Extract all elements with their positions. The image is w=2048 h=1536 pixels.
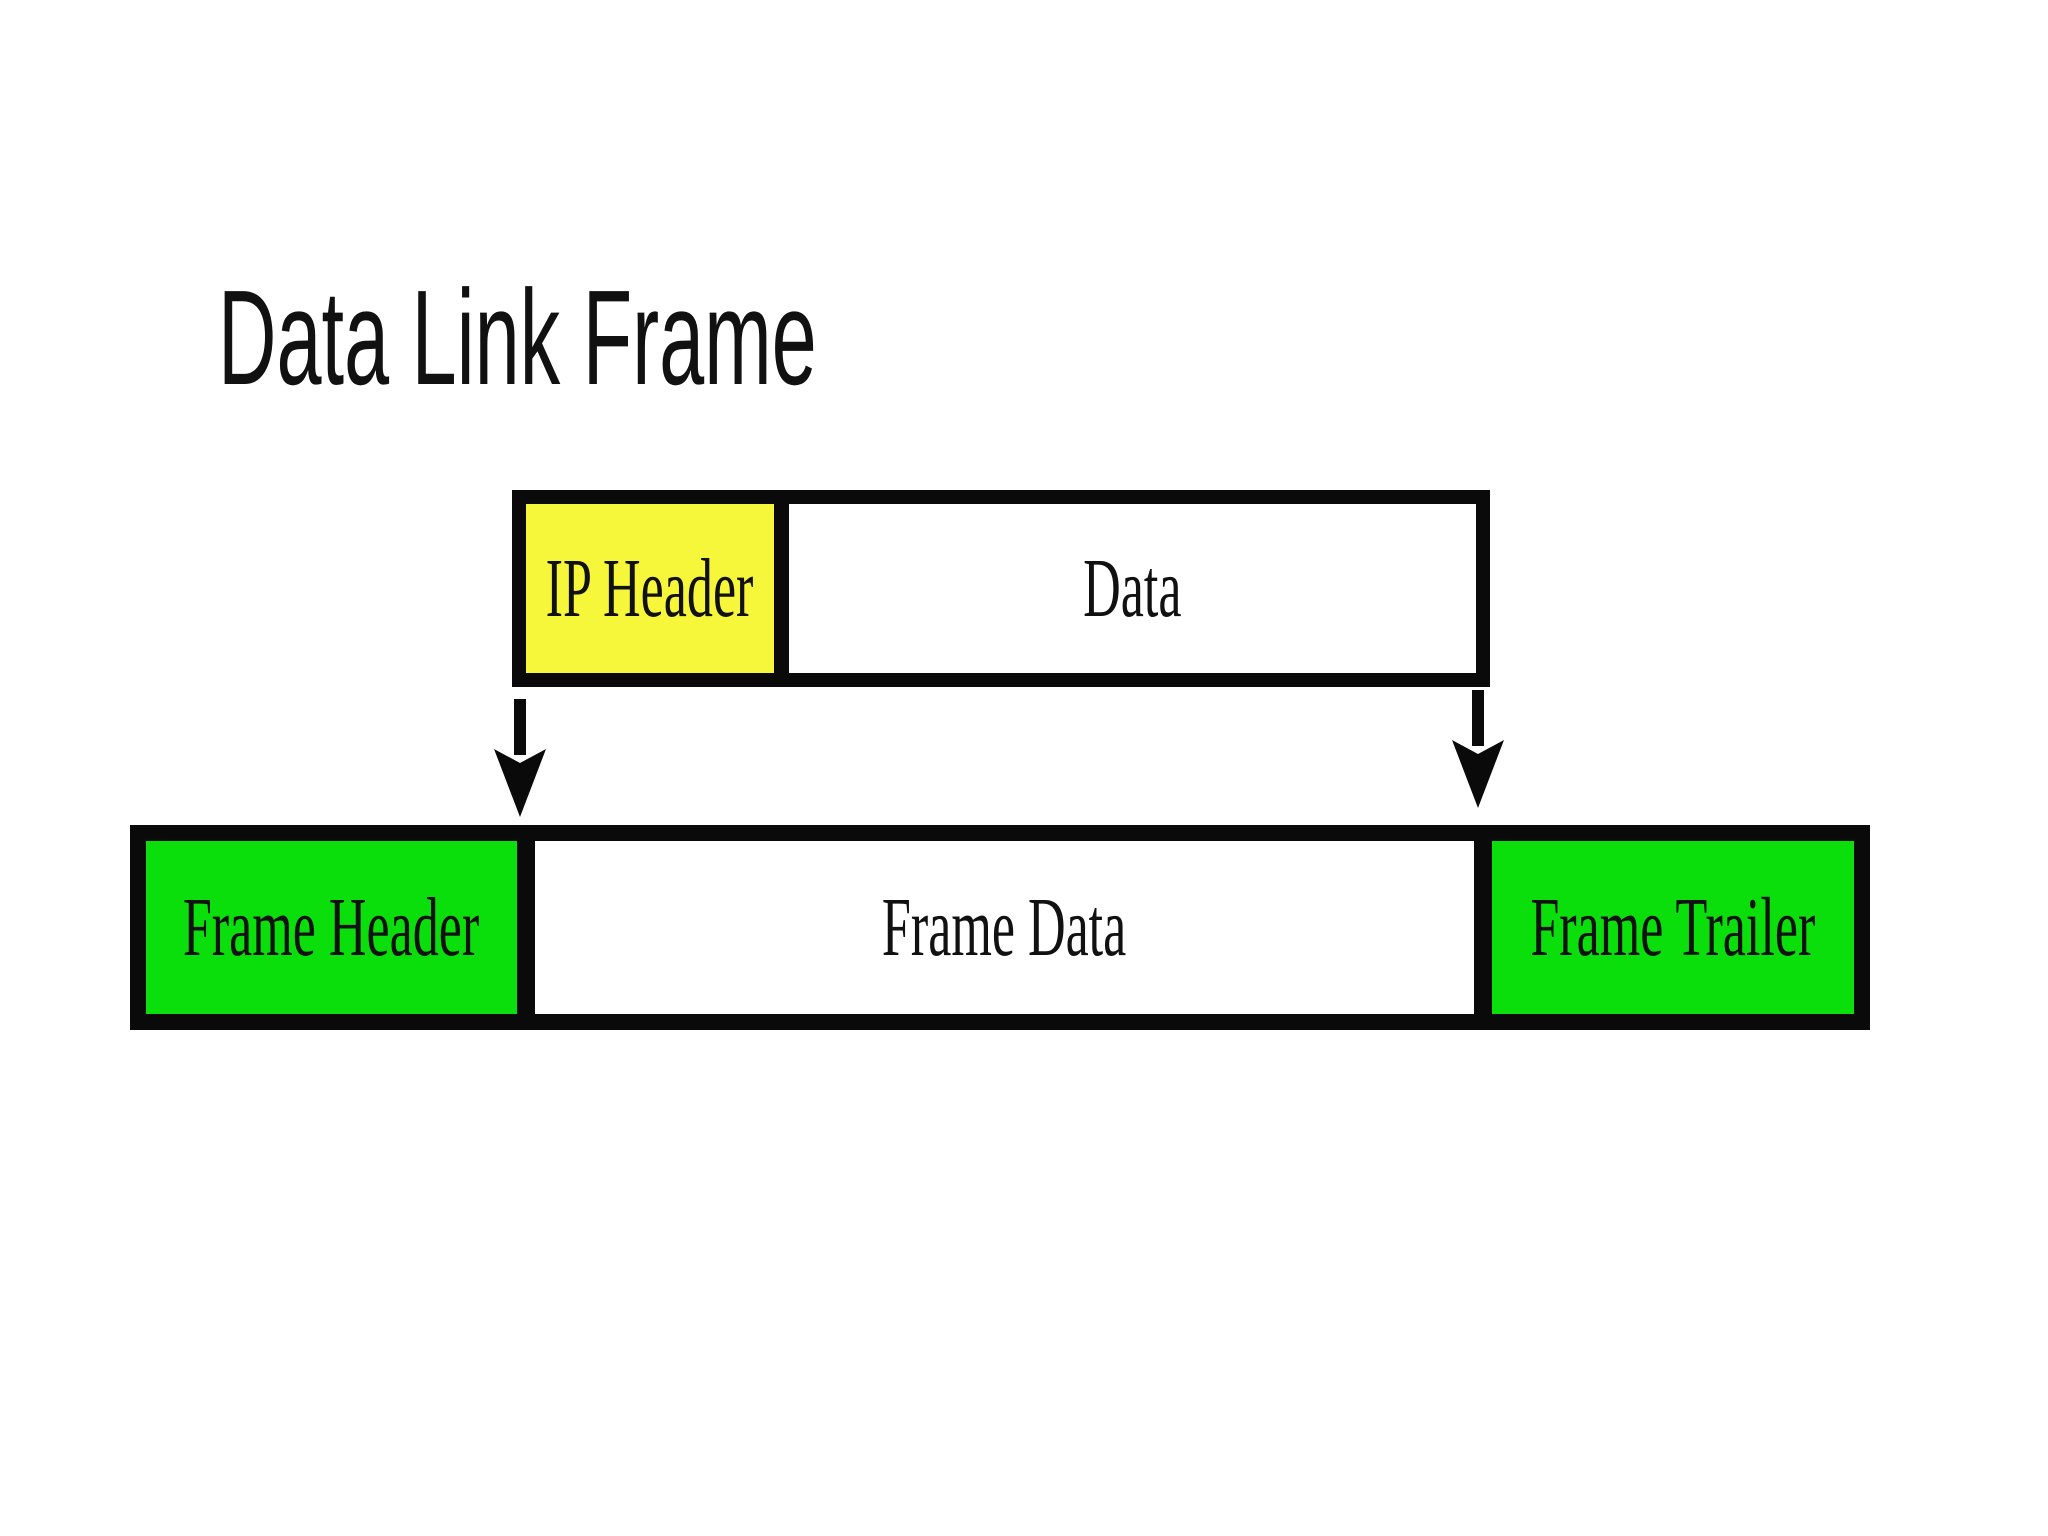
ip-data-label: Data [1083, 541, 1182, 635]
frame-trailer-label: Frame Trailer [1530, 880, 1816, 974]
ip-packet-box: IP Header Data [512, 490, 1490, 687]
ip-data-cell: Data [789, 504, 1476, 673]
ip-header-cell: IP Header [526, 504, 774, 673]
frame-data-label: Frame Data [882, 880, 1127, 974]
down-arrow-icon [1452, 690, 1504, 808]
down-arrow-icon [494, 699, 546, 817]
data-link-frame-box: Frame Header Frame Data Frame Trailer [130, 825, 1870, 1030]
frame-trailer-cell: Frame Trailer [1492, 841, 1854, 1014]
frame-data-cell: Frame Data [535, 841, 1474, 1014]
frame-header-cell: Frame Header [146, 841, 517, 1014]
ip-header-label: IP Header [546, 541, 754, 635]
page-title: Data Link Frame [218, 262, 817, 413]
frame-header-label: Frame Header [183, 880, 480, 974]
